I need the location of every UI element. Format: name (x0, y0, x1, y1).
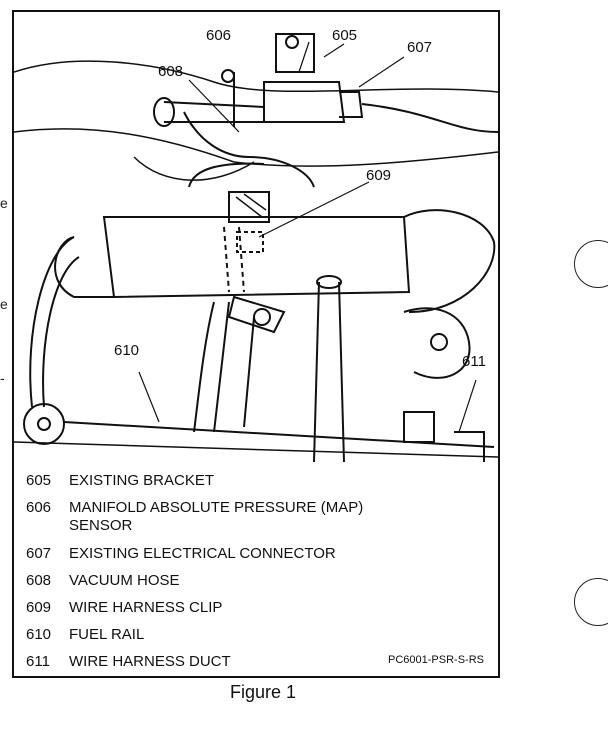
callout-608: 608 (158, 63, 183, 80)
legend-text: WIRE HARNESS CLIP (69, 599, 223, 616)
legend-number: 611 (26, 653, 50, 670)
engine-illustration: 606 605 607 608 609 610 611 (14, 27, 498, 463)
legend: 605 EXISTING BRACKET 606 MANIFOLD ABSOLU… (14, 468, 498, 676)
legend-number: 606 (26, 499, 52, 516)
legend-number: 609 (26, 599, 52, 616)
legend-text: FUEL RAIL (69, 626, 145, 643)
legend-text: EXISTING BRACKET (69, 472, 215, 489)
edge-fragment: - (0, 370, 5, 386)
legend-text: EXISTING ELECTRICAL CONNECTOR (69, 545, 336, 562)
legend-text: MANIFOLD ABSOLUTE PRESSURE (MAP) SENSOR (69, 499, 364, 534)
binder-hole (574, 240, 608, 288)
edge-fragment: e (0, 296, 8, 312)
document-code: PC6001-PSR-S-RS (388, 654, 484, 666)
legend-number: 605 (26, 472, 52, 489)
callout-605: 605 (332, 27, 357, 44)
figure-caption: Figure 1 (229, 682, 297, 702)
callout-610: 610 (114, 342, 139, 359)
callout-611: 611 (462, 353, 486, 370)
callout-609: 609 (366, 167, 391, 184)
legend-text: WIRE HARNESS DUCT (69, 653, 231, 670)
edge-fragment: e (0, 195, 8, 211)
binder-hole (574, 578, 608, 626)
legend-number: 607 (26, 545, 52, 562)
callout-607: 607 (407, 39, 432, 56)
legend-number: 608 (26, 572, 52, 589)
callout-606: 606 (206, 27, 231, 44)
legend-text: VACUUM HOSE (69, 572, 180, 589)
legend-number: 610 (26, 626, 52, 643)
